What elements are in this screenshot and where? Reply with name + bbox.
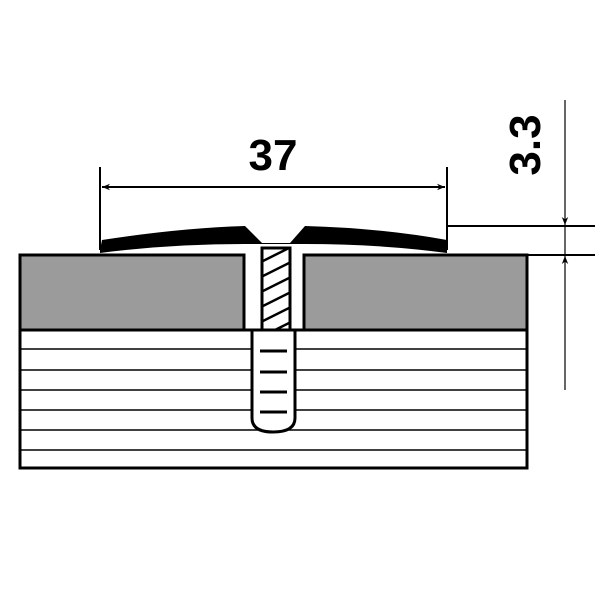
dowel bbox=[250, 328, 297, 434]
right-floor-board bbox=[302, 253, 529, 332]
screw bbox=[260, 246, 292, 332]
height-label: 3.3 bbox=[501, 114, 550, 175]
width-label: 37 bbox=[249, 131, 298, 180]
left-floor-board bbox=[18, 253, 246, 332]
threshold-profile bbox=[100, 226, 447, 253]
width-dimension bbox=[99, 167, 448, 250]
height-dimension bbox=[447, 100, 595, 390]
